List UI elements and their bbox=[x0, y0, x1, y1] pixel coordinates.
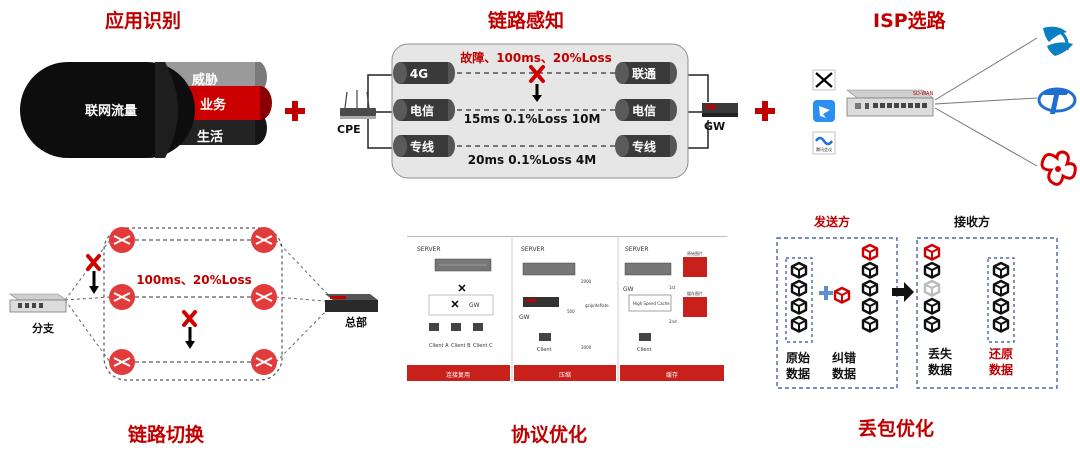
svg-text:SD-WAN: SD-WAN bbox=[913, 91, 934, 97]
router-icon bbox=[251, 227, 277, 253]
fault-x-icon bbox=[182, 310, 197, 349]
router-icon bbox=[109, 284, 135, 310]
title-protocol: 协议优化 bbox=[511, 424, 588, 446]
branch-label: 分支 bbox=[32, 321, 55, 335]
svg-text:4G: 4G bbox=[410, 67, 428, 81]
cpe-router-icon bbox=[340, 90, 376, 119]
svg-text:GW: GW bbox=[519, 314, 530, 321]
svg-text:SERVER: SERVER bbox=[521, 246, 545, 253]
link-switch-diagram: 100ms、20%Loss 分支 总部 bbox=[9, 227, 378, 381]
panel-cache: SERVER GW High Speed Cache 1st 2nd 原始图片 … bbox=[623, 246, 707, 353]
router-icon bbox=[251, 284, 277, 310]
sdwan-device-icon: SD-WAN bbox=[846, 89, 934, 117]
fec-label-line2: 数据 bbox=[832, 366, 856, 381]
tencent-meeting-icon: 腾讯会议 bbox=[812, 131, 836, 155]
svg-text:原始图片: 原始图片 bbox=[687, 250, 703, 256]
svg-text:1st: 1st bbox=[669, 285, 676, 290]
receiver-label: 接收方 bbox=[954, 214, 990, 229]
link-node-left-telecom: 电信 bbox=[393, 99, 455, 121]
app-id-cable-diagram: 联网流量 威胁 业务 生活 bbox=[20, 62, 272, 158]
app-id-threat-label: 威胁 bbox=[192, 72, 218, 88]
svg-text:Client C: Client C bbox=[473, 343, 493, 349]
svg-text:SERVER: SERVER bbox=[625, 246, 649, 253]
arrow-right-icon bbox=[892, 282, 914, 302]
title-link-sense: 链路感知 bbox=[488, 10, 565, 32]
caption-cache: 缓存 bbox=[666, 371, 678, 379]
app-id-main-label: 联网流量 bbox=[85, 103, 137, 119]
svg-text:电信: 电信 bbox=[410, 103, 434, 118]
title-app-id: 应用识别 bbox=[105, 10, 182, 32]
title-isp: ISP选路 bbox=[873, 10, 946, 32]
link-switch-loss-label: 100ms、20%Loss bbox=[136, 273, 252, 287]
svg-text:专线: 专线 bbox=[632, 139, 656, 154]
svg-text:SERVER: SERVER bbox=[417, 246, 441, 253]
svg-text:2000: 2000 bbox=[581, 279, 592, 284]
app-id-business-label: 业务 bbox=[200, 97, 227, 113]
svg-text:gzip/deflate: gzip/deflate bbox=[585, 303, 609, 308]
svg-text:GW: GW bbox=[469, 302, 480, 309]
caption-connection-reuse: 连接复用 bbox=[446, 371, 470, 379]
title-loss: 丢包优化 bbox=[858, 418, 935, 440]
lost-label-line2: 数据 bbox=[928, 362, 952, 377]
title-link-switch: 链路切换 bbox=[128, 424, 205, 446]
gw-device-icon bbox=[702, 103, 738, 117]
svg-text:2nd: 2nd bbox=[669, 319, 677, 324]
panel-compression: SERVER GW 2000 gzip/deflate 500 2000 Cli… bbox=[519, 246, 609, 353]
plus-icon bbox=[755, 101, 775, 121]
china-unicom-logo-icon bbox=[1040, 150, 1077, 186]
router-icon bbox=[109, 227, 135, 253]
sender-label: 发送方 bbox=[813, 214, 850, 229]
router-icon bbox=[109, 349, 135, 375]
link-node-right-unicom: 联通 bbox=[615, 62, 677, 84]
panel-connection-reuse: SERVER GW Client A Client B Client C bbox=[417, 246, 494, 349]
link-node-right-private: 专线 bbox=[615, 135, 677, 157]
hq-device-icon bbox=[325, 294, 378, 312]
plus-icon bbox=[285, 101, 305, 121]
link-private-label: 20ms 0.1%Loss 4M bbox=[468, 153, 596, 167]
router-icon bbox=[251, 349, 277, 375]
svg-text:专线: 专线 bbox=[410, 139, 434, 154]
loss-optimization-diagram: 发送方 接收方 原始 数据 纠错 数据 丢失 数据 还原 数据 bbox=[776, 214, 1058, 389]
svg-text:电信: 电信 bbox=[632, 103, 656, 118]
cpe-label: CPE bbox=[337, 123, 361, 136]
app-id-life-label: 生活 bbox=[197, 129, 223, 145]
svg-text:联通: 联通 bbox=[632, 66, 656, 81]
link-fault-label: 故障、100ms、20%Loss bbox=[460, 50, 612, 65]
link-node-left-private: 专线 bbox=[393, 135, 455, 157]
fec-label-line1: 纠错 bbox=[832, 350, 856, 365]
svg-text:Client A: Client A bbox=[429, 343, 449, 349]
svg-text:500: 500 bbox=[567, 309, 575, 314]
svg-text:High Speed Cache: High Speed Cache bbox=[633, 301, 670, 306]
china-telecom-logo-icon bbox=[1037, 87, 1077, 114]
svg-text:缓存图片: 缓存图片 bbox=[687, 290, 703, 296]
branch-device-icon bbox=[9, 293, 67, 313]
china-mobile-logo-icon bbox=[1043, 26, 1073, 56]
svg-text:Client B: Client B bbox=[451, 343, 471, 349]
svg-text:Client: Client bbox=[637, 347, 652, 353]
lost-label-line1: 丢失 bbox=[928, 346, 953, 361]
svg-text:2000: 2000 bbox=[581, 345, 592, 350]
svg-text:GW: GW bbox=[623, 286, 634, 293]
restore-label-line1: 还原 bbox=[988, 346, 1013, 361]
link-node-left-4g: 4G bbox=[393, 62, 455, 84]
svg-text:Client: Client bbox=[537, 347, 552, 353]
isp-diagram: 腾讯会议 SD-WAN bbox=[812, 26, 1077, 186]
orig-label-line2: 数据 bbox=[786, 366, 810, 381]
hq-label: 总部 bbox=[345, 315, 367, 329]
protocol-optimization-panels: SERVER GW Client A Client B Client C SER… bbox=[407, 236, 727, 383]
fault-x-icon bbox=[529, 65, 545, 102]
link-sense-diagram: 4G 电信 专线 联通 电信 专线 故障、100ms、20%Loss 15ms … bbox=[337, 43, 738, 179]
gw-label: GW bbox=[704, 120, 725, 133]
orig-label-line1: 原始 bbox=[786, 350, 810, 365]
link-telecom-label: 15ms 0.1%Loss 10M bbox=[464, 112, 601, 126]
mail-app-icon bbox=[812, 69, 836, 91]
plus-icon bbox=[819, 286, 833, 300]
caption-compression: 压缩 bbox=[559, 371, 571, 379]
svg-text:腾讯会议: 腾讯会议 bbox=[816, 146, 832, 152]
dingtalk-app-icon bbox=[813, 100, 835, 122]
link-node-right-telecom: 电信 bbox=[615, 99, 677, 121]
fault-x-icon bbox=[86, 254, 101, 294]
restore-label-line2: 数据 bbox=[989, 362, 1013, 377]
